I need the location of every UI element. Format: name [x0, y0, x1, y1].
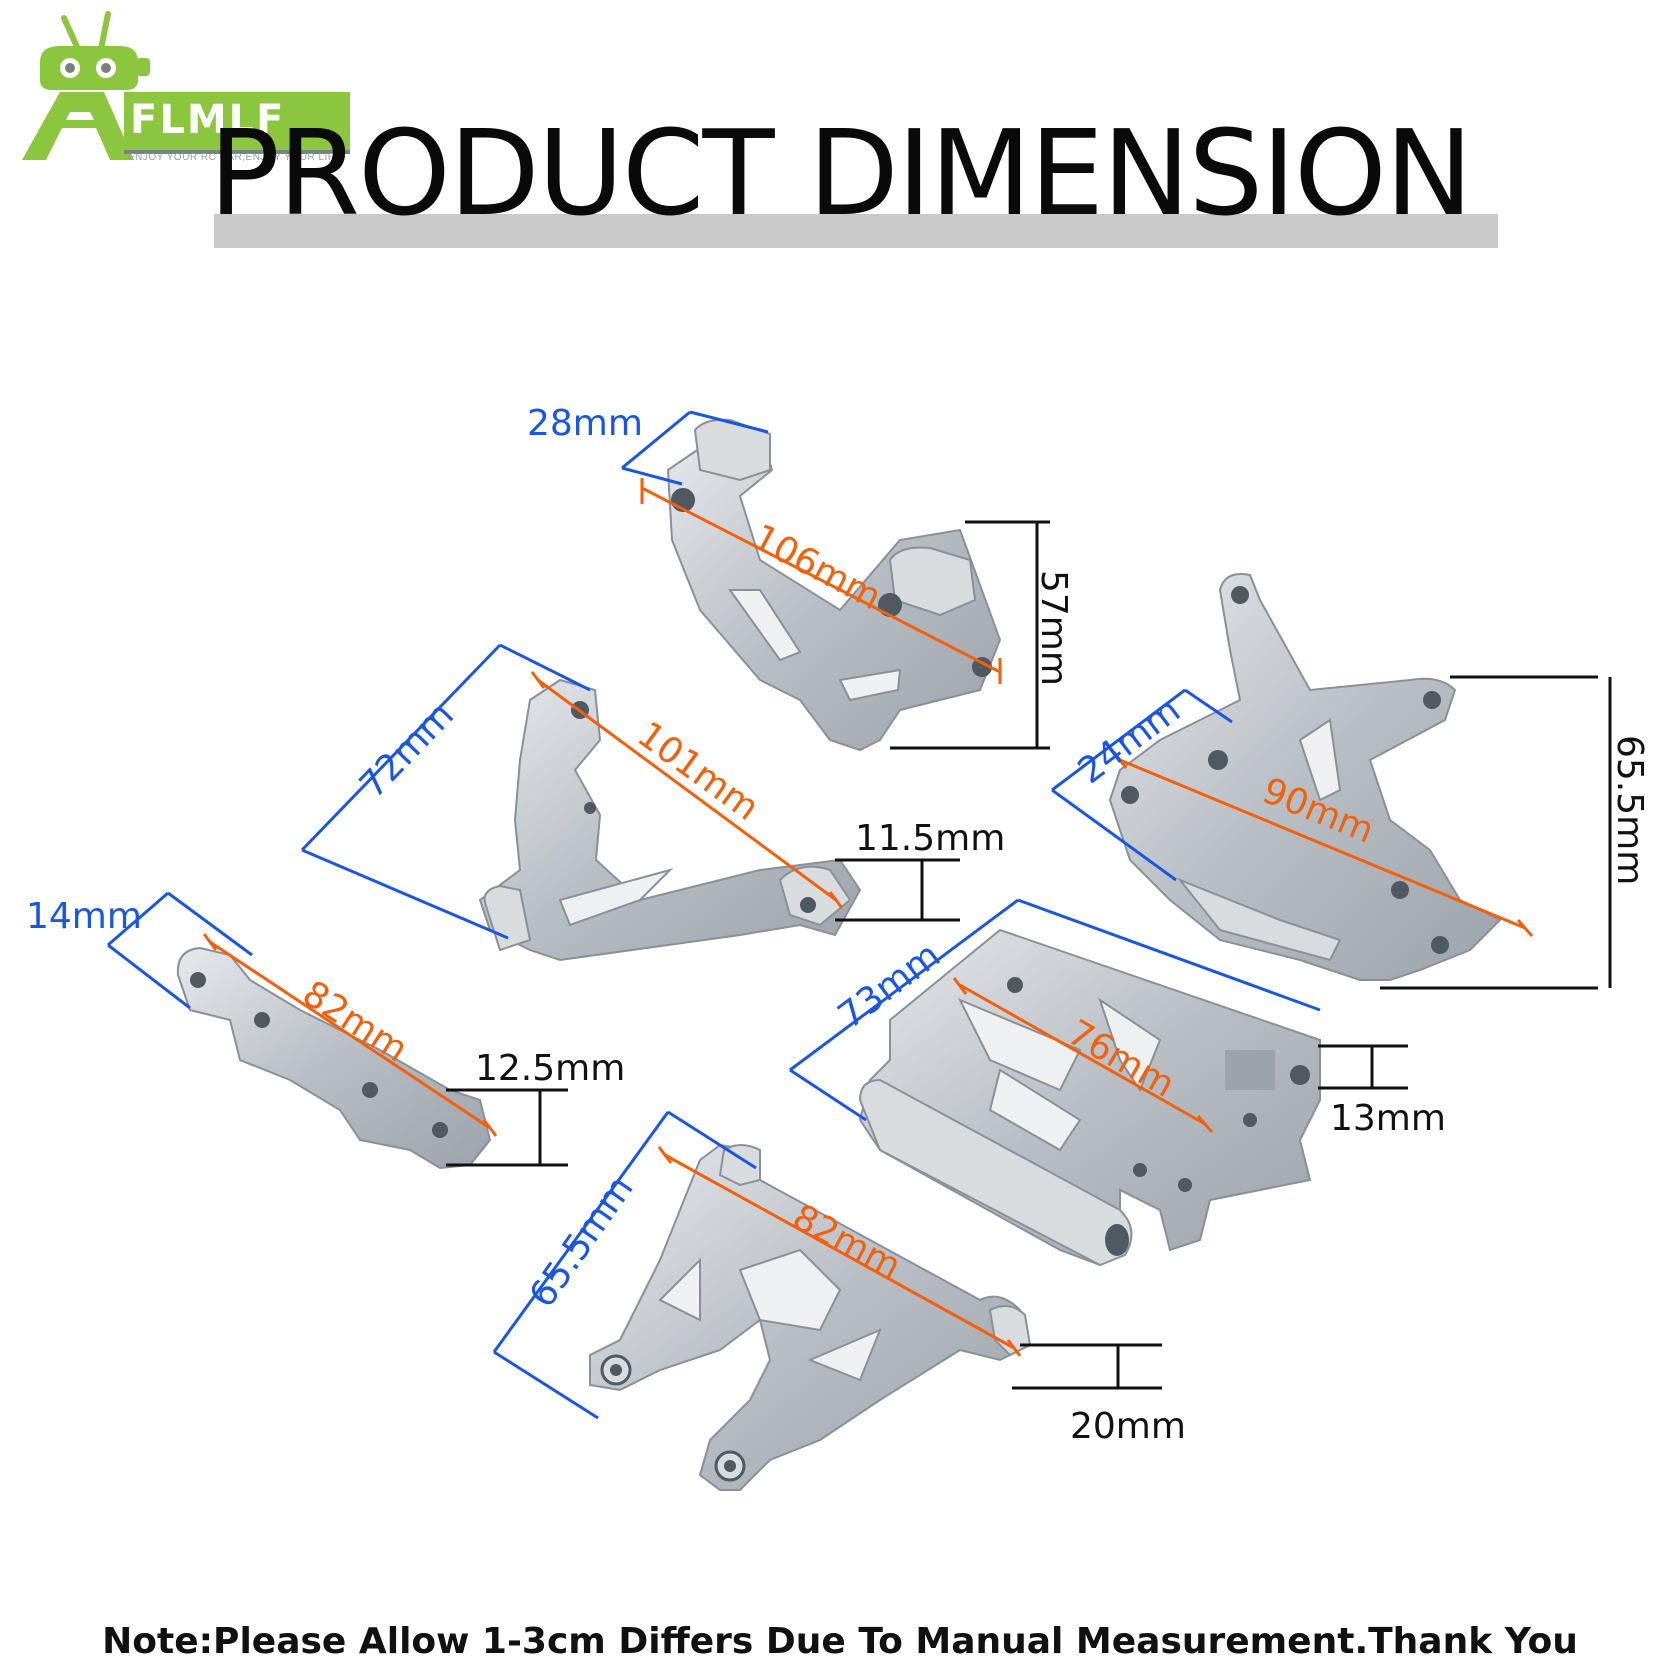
dim-label: 12.5mm [475, 1048, 625, 1089]
page-title: PRODUCT DIMENSION [208, 104, 1473, 242]
brand-tagline: ENJOY YOUR RC CAR,ENJOY YOUR LIFE [128, 152, 342, 163]
measurement-note: Note:Please Allow 1-3cm Differs Due To M… [102, 1621, 1578, 1662]
dim-label: 28mm [527, 403, 643, 444]
part-skid-plate [858, 928, 1321, 1267]
part-bar-mount [176, 946, 492, 1170]
dim-label: 20mm [1070, 1406, 1186, 1447]
dim-label: 57mm [1033, 570, 1074, 686]
part-top-bracket [666, 418, 1002, 752]
part-shock-tower [1108, 573, 1502, 981]
dim-label: 65.5mm [522, 1169, 642, 1316]
robot-logo-icon [22, 11, 350, 160]
dim-label: 72mm [352, 694, 462, 806]
part-upper-arm [478, 678, 862, 962]
brand-logo: FLMLF ENJOY YOUR RC CAR,ENJOY YOUR LIFE [0, 0, 360, 170]
dim-label: 13mm [1330, 1098, 1446, 1139]
dim-label: 11.5mm [855, 818, 1005, 859]
dim-label: 65.5mm [1609, 735, 1650, 885]
dim-label: 14mm [26, 896, 142, 937]
title-underline-bar [214, 214, 1498, 248]
brand-name: FLMLF [130, 97, 286, 143]
dim-label: 101mm [630, 714, 766, 829]
